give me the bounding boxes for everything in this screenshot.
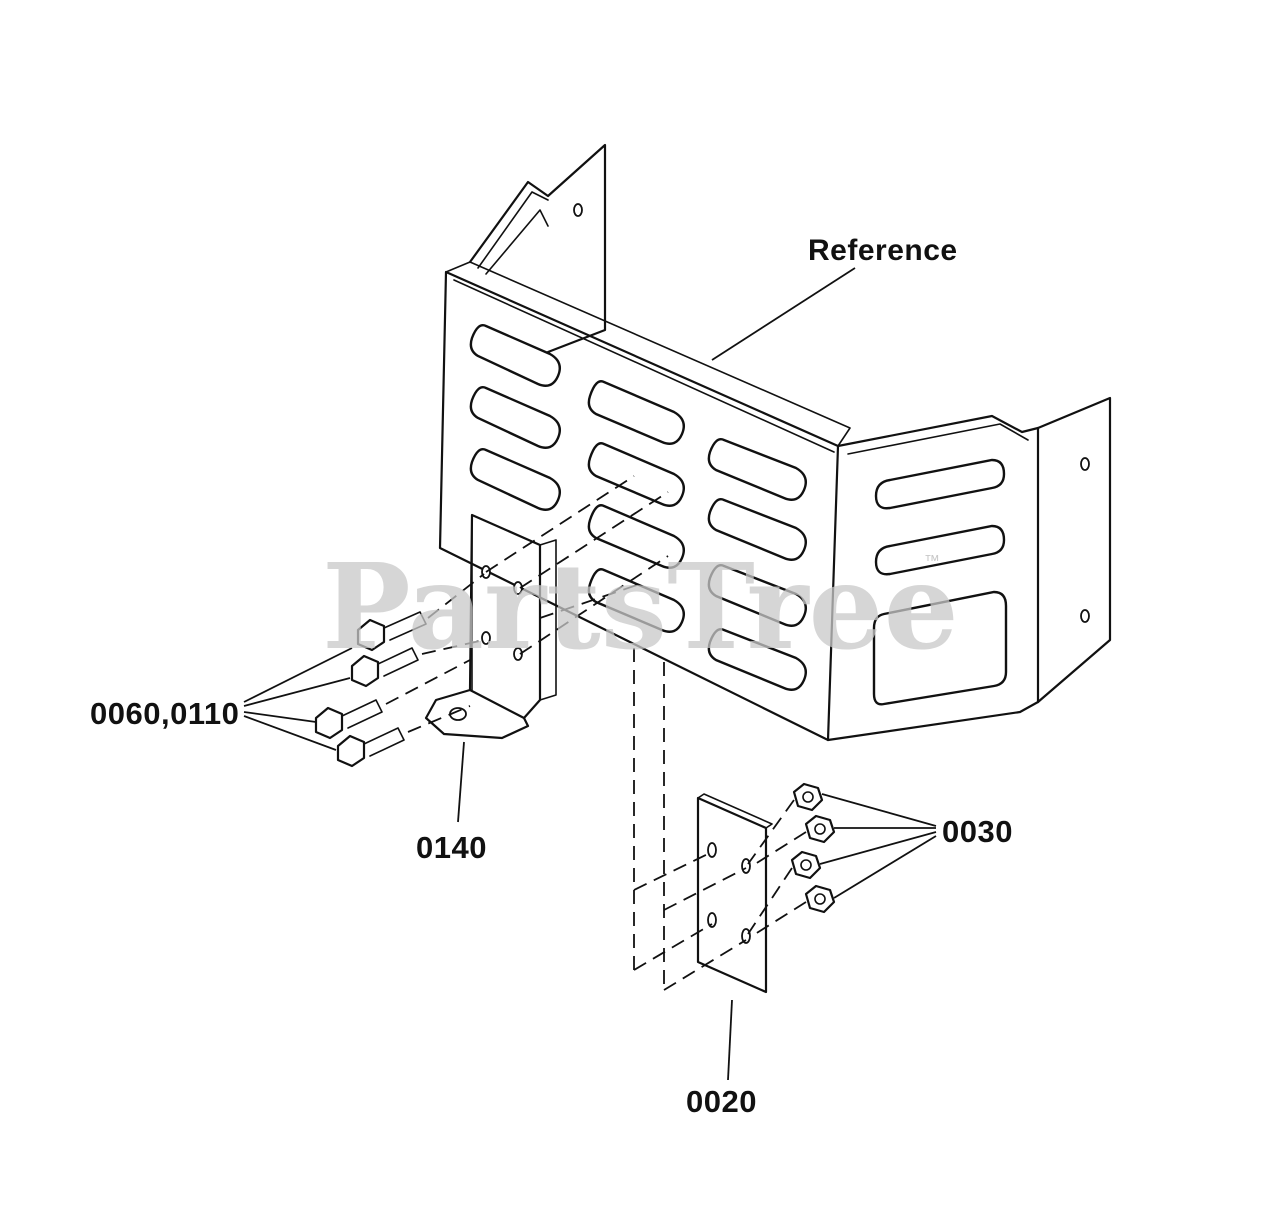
nuts <box>747 782 937 937</box>
reference-frame <box>438 143 1112 742</box>
label-nuts: 0030 <box>942 814 1013 849</box>
mount-hole <box>573 203 583 217</box>
watermark-trademark: ™ <box>924 553 940 570</box>
plate-0020 <box>633 648 773 1081</box>
mount-hole <box>1080 457 1090 471</box>
nut <box>790 850 822 880</box>
bolt <box>350 647 419 688</box>
watermark: PartsTree ™ <box>322 537 959 676</box>
bolt <box>314 699 383 740</box>
watermark-text: PartsTree <box>322 537 959 676</box>
label-bolts: 0060,0110 <box>90 696 239 731</box>
bolt <box>336 727 405 768</box>
nut <box>792 782 824 812</box>
label-plate: 0020 <box>686 1084 757 1119</box>
label-bracket: 0140 <box>416 830 487 865</box>
plate-leader <box>727 999 733 1081</box>
side-panel-slots <box>872 458 1008 706</box>
nut <box>804 814 836 844</box>
bracket-leader <box>457 741 465 823</box>
mount-hole <box>1080 609 1090 623</box>
bolt <box>356 611 427 652</box>
bracket-0140 <box>424 513 557 823</box>
label-reference: Reference <box>808 234 958 267</box>
bolts <box>243 573 485 768</box>
bracket-alignment-lines <box>485 475 669 655</box>
nut <box>804 884 836 914</box>
reference-leader <box>711 267 856 361</box>
front-panel-slots <box>469 324 807 691</box>
